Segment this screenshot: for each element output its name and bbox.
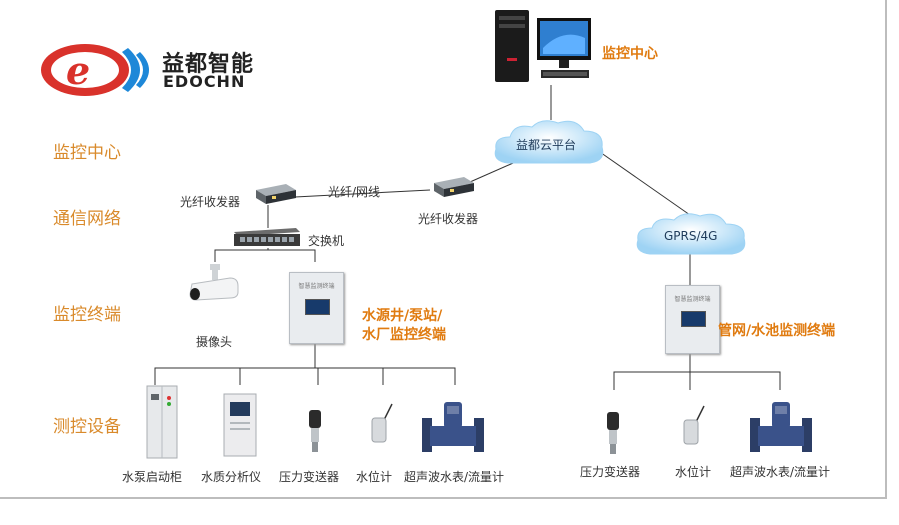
transceiver-left-label: 光纤收发器 xyxy=(180,195,241,209)
gprs-cloud-icon xyxy=(636,213,746,255)
device-right-label-0: 压力变送器 xyxy=(580,465,641,479)
fiber-transceiver-left-icon xyxy=(256,184,296,204)
camera-icon xyxy=(189,264,239,301)
level-gauge-icon xyxy=(371,403,393,443)
svg-text:e: e xyxy=(66,48,90,93)
device-left-label-1: 水质分析仪 xyxy=(201,470,262,484)
pressure-transmitter-icon xyxy=(309,410,321,452)
device-left-label-0: 水泵启动柜 xyxy=(122,470,183,484)
control-cabinet-icon xyxy=(146,385,178,459)
device-left-label-3: 水位计 xyxy=(356,470,393,484)
flow-meter-icon xyxy=(422,402,484,452)
terminal-left-label-line2: 水厂监控终端 xyxy=(362,327,446,343)
monitoring-center-label: 监控中心 xyxy=(602,46,658,62)
device-right-label-1: 水位计 xyxy=(675,465,712,479)
bus-right xyxy=(613,371,781,390)
tier-label-terminal: 监控终端 xyxy=(53,305,121,325)
diagram-frame xyxy=(0,0,887,499)
device-left-label-2: 压力变送器 xyxy=(279,470,340,484)
bus-left xyxy=(154,367,456,385)
brand-name-cn: 益都智能 xyxy=(162,52,255,77)
cloud-platform-label: 益都云平台 xyxy=(516,138,577,152)
pressure-transmitter-right-icon xyxy=(607,412,619,454)
line-cloud-gprs xyxy=(596,149,691,216)
line-switch-devices xyxy=(214,249,316,262)
fiber-link-label: 光纤/网线 xyxy=(328,185,381,199)
fiber-transceiver-right-icon xyxy=(434,177,474,197)
level-gauge-right-icon xyxy=(683,405,705,445)
line-cloud-transceiver xyxy=(469,159,521,183)
brand-name-en: EDOCHN xyxy=(163,72,246,91)
tier-label-center: 监控中心 xyxy=(53,143,121,163)
cabinet-header-left: 智慧监测终端 xyxy=(298,283,335,290)
network-switch-icon xyxy=(234,228,300,246)
terminal-right-label: 管网/水池监测终端 xyxy=(718,323,836,339)
water-quality-analyzer-icon xyxy=(223,393,257,457)
cabinet-header-right: 智慧监测终端 xyxy=(674,296,711,303)
transceiver-right-label: 光纤收发器 xyxy=(418,212,479,226)
tier-label-network: 通信网络 xyxy=(53,209,121,229)
edochn-logo-icon: e xyxy=(41,44,149,96)
cabinet-screen-right xyxy=(681,311,706,327)
tier-label-device: 测控设备 xyxy=(53,417,121,437)
flow-meter-right-icon xyxy=(750,402,812,452)
cloud-platform-icon xyxy=(494,120,604,164)
terminal-left-label-line1: 水源井/泵站/ xyxy=(362,308,443,324)
computer-icon xyxy=(495,10,591,82)
terminal-cabinet-left: 智慧监测终端 xyxy=(289,272,344,344)
camera-label: 摄像头 xyxy=(196,335,233,349)
terminal-cabinet-right: 智慧监测终端 xyxy=(665,285,720,354)
device-right-label-2: 超声波水表/流量计 xyxy=(730,465,831,479)
gprs-label: GPRS/4G xyxy=(664,229,718,243)
cabinet-screen-left xyxy=(305,299,330,315)
device-left-label-4: 超声波水表/流量计 xyxy=(404,470,505,484)
line-fiber-link xyxy=(294,189,431,198)
switch-label: 交换机 xyxy=(308,234,345,248)
